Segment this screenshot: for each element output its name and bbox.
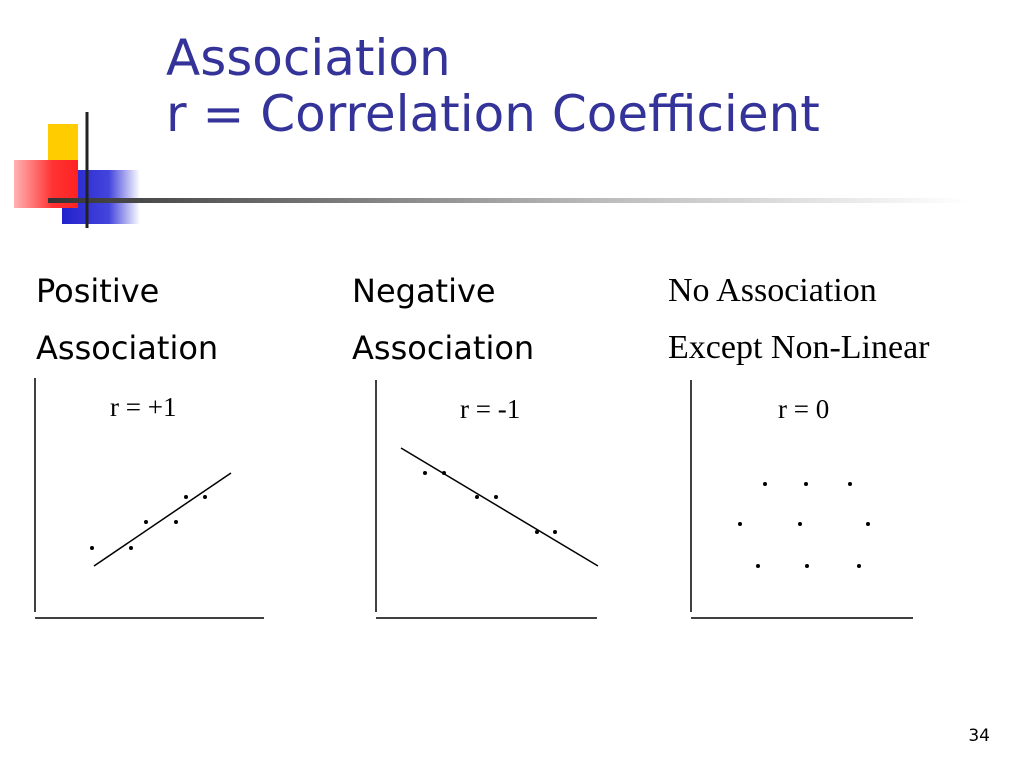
zero-point [848,482,852,486]
title-line-2: r = Correlation Coefficient [166,85,820,143]
zero-point [763,482,767,486]
positive-plot [34,378,264,619]
negative-point [423,471,427,475]
negative-label-line-2: Association [352,329,535,367]
positive-point [174,520,178,524]
positive-point [144,520,148,524]
none-label-line-1: No Association [668,272,877,309]
slide-title: Association r = Correlation Coefficient [166,29,820,143]
negative-point [475,495,479,499]
page-number: 34 [968,726,990,746]
zero-r-value: r = 0 [778,394,830,424]
negative-point [442,471,446,475]
zero-point [738,522,742,526]
zero-point [866,522,870,526]
positive-point [203,495,207,499]
negative-point [535,530,539,534]
zero-point [804,482,808,486]
negative-point [553,530,557,534]
negative-r-value: r = -1 [460,394,521,424]
positive-point [90,546,94,550]
negative-point [494,495,498,499]
zero-point [756,564,760,568]
positive-r-value: r = +1 [110,392,177,422]
positive-label-line-2: Association [36,329,219,367]
negative-plot [375,380,599,619]
positive-point [184,495,188,499]
negative-label-line-1: Negative [352,272,496,310]
title-line-1: Association [166,29,451,87]
positive-label-line-1: Positive [36,272,160,310]
no-association-plot [690,380,913,619]
header-decoration [14,112,968,228]
positive-point [129,546,133,550]
zero-point [798,522,802,526]
divider-line [48,198,968,203]
none-label-line-2: Except Non-Linear [668,329,930,366]
positive-trend-line [93,472,232,567]
negative-trend-line [400,447,599,567]
zero-point [857,564,861,568]
zero-point [805,564,809,568]
